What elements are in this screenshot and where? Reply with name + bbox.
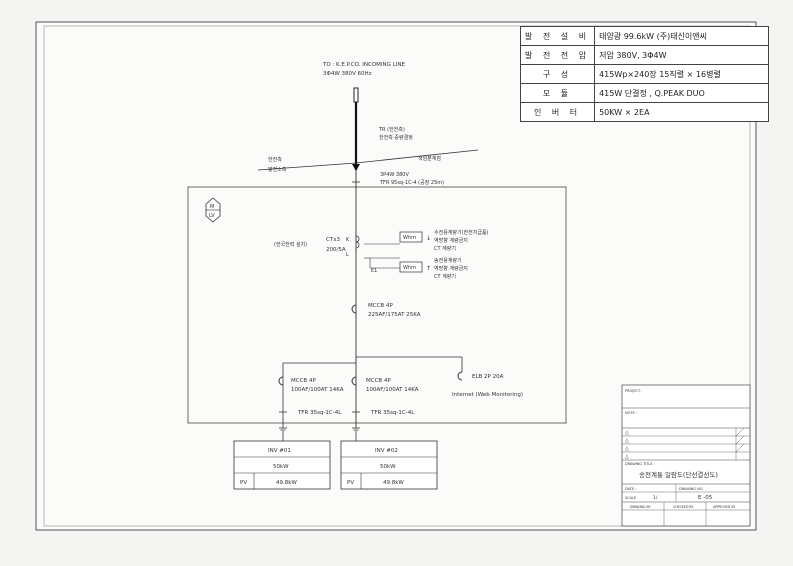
- ct-k: K: [346, 237, 350, 243]
- inverter-1: INV #01 50kW PV 49.8kW: [233, 440, 331, 490]
- title-block: △ △ △ △ PROJECT : NOTE : DRAWING TITLE :…: [621, 384, 751, 527]
- main-mccb-line2: 225AF/175AT 25KA: [368, 312, 421, 318]
- ct-label: CTx3: [326, 237, 340, 243]
- meter-send-arrow: ↑: [426, 265, 431, 272]
- inner-frame: [43, 25, 751, 527]
- project-label: PROJECT :: [625, 389, 642, 393]
- drawing-title-label: DRAWING TITLE :: [625, 462, 655, 466]
- inverter-1-rating: 50kW: [273, 464, 289, 470]
- svg-text:Whm: Whm: [403, 265, 416, 271]
- drawing-no: E -05: [698, 495, 713, 501]
- tr-desc: 한전측 중량결정: [379, 134, 413, 141]
- cable1-label: TFR 35sq-1C-4L: [297, 410, 342, 416]
- responsibility-boundary: [257, 149, 479, 171]
- incoming-voltage-label: 3Φ4W 380V 60Hz: [323, 71, 372, 77]
- inverter-2-name: INV #02: [375, 448, 398, 454]
- scale-value: 1/: [653, 495, 658, 501]
- meter-send-line3: CT 계량기: [434, 273, 456, 280]
- spec-label: 발 전 설 비: [519, 26, 596, 46]
- inverter-1-pv-label: PV: [240, 480, 247, 486]
- inverter-2-pv-value: 49.8kW: [383, 480, 404, 486]
- approved-by-label: APPROVED BY: [713, 505, 735, 509]
- scale-label: SCALE: [625, 496, 636, 500]
- drawing-title: 송전계통 일람도(단선결선도): [639, 470, 718, 479]
- cable2-label: TFR 35sq-1C-4L: [370, 410, 415, 416]
- boundary-right: 책임분계점: [418, 155, 441, 162]
- mccb1-symbol: [278, 376, 284, 386]
- inverter-2: INV #02 50kW PV 49.8kW: [340, 440, 438, 490]
- spec-value: 태양광 99.6kW (주)태신이앤씨: [594, 26, 770, 46]
- meter-receive-line2: 역방향 계량금지: [434, 237, 468, 244]
- meter-receive-arrow: ↓: [426, 235, 431, 242]
- spec-label: 발 전 전 압: [519, 45, 596, 65]
- drawing-no-label: DRAWING NO.: [679, 487, 703, 491]
- mccb2-line1: MCCB 4P: [366, 378, 391, 384]
- spec-value: 415Wp×240장 15직렬 × 16병렬: [594, 64, 770, 84]
- inverter-1-pv-value: 49.8kW: [276, 480, 297, 486]
- svg-text:Whm: Whm: [403, 235, 416, 241]
- note-label: NOTE :: [625, 411, 637, 415]
- meter-receive-line1: 수전용계량기(한전지급품): [434, 229, 489, 236]
- ct-coil: [355, 235, 360, 249]
- cable-top-type: TFR 95sq-1C-4 (공장 25m): [379, 179, 444, 186]
- svg-text:△: △: [625, 430, 629, 436]
- ground-symbol-1: [279, 427, 287, 433]
- incoming-bushing: [353, 87, 359, 103]
- elb-label: ELB 2P 20A: [472, 374, 504, 380]
- svg-text:M: M: [210, 204, 214, 210]
- tr-label: TR (한전측): [378, 126, 405, 133]
- mlv-hexagon: M LV: [205, 197, 221, 223]
- inverter-2-rating: 50kW: [380, 464, 396, 470]
- meter-send: [399, 261, 423, 273]
- meter-send-line2: 역방향 계량금지: [434, 265, 468, 272]
- meter-receive: [399, 231, 423, 243]
- ct-l: L: [346, 252, 349, 258]
- cable-top-spec: 3P4W 380V: [380, 172, 409, 178]
- mccb1-line1: MCCB 4P: [291, 378, 316, 384]
- mccb1-line2: 100AF/100AT 14KA: [291, 387, 344, 393]
- boundary-left-bottom: 발전소측: [268, 166, 287, 173]
- svg-text:△: △: [625, 454, 629, 460]
- svg-text:△: △: [625, 446, 629, 452]
- main-mccb-symbol: [351, 304, 357, 314]
- spec-value: 50KW × 2EA: [594, 102, 770, 122]
- boundary-arrow: [352, 164, 360, 171]
- spec-value: 저압 380V, 3Φ4W: [594, 45, 770, 65]
- ct-ratio: 200/5A: [326, 247, 346, 253]
- mccb2-line2: 100AF/100AT 14KA: [366, 387, 419, 393]
- meter-receive-line3: CT 계량기: [434, 245, 456, 252]
- ct-owner: (한국전력 설치): [274, 241, 307, 248]
- checked-by-label: CHECKED BY: [673, 505, 693, 509]
- drawn-by-label: DRAWING BY: [630, 505, 651, 509]
- incoming-line-label: TO : K.E.P.CO. INCOMING LINE: [322, 62, 405, 68]
- svg-text:△: △: [625, 438, 629, 444]
- spec-label: 인 버 터: [519, 102, 596, 122]
- elb-desc: Internet (Web Monitoring): [452, 392, 523, 398]
- spec-value: 415W 단결정 , Q.PEAK DUO: [594, 83, 770, 103]
- spec-label: 구 성: [519, 64, 596, 84]
- inverter-2-pv-label: PV: [347, 480, 354, 486]
- date-label: DATE :: [625, 487, 636, 491]
- ground-symbol-2: [352, 427, 360, 433]
- meter-send-line1: 송전용계량기: [434, 257, 462, 264]
- mccb2-symbol: [351, 376, 357, 386]
- inverter-1-name: INV #01: [268, 448, 291, 454]
- boundary-left-top: 한전측: [268, 156, 282, 163]
- svg-text:LV: LV: [209, 213, 215, 219]
- main-mccb-line1: MCCB 4P: [368, 303, 393, 309]
- switchboard-enclosure: [187, 186, 567, 424]
- ct-ground-label: E1: [371, 268, 377, 274]
- spec-label: 모 듈: [519, 83, 596, 103]
- elb-symbol: [457, 371, 463, 381]
